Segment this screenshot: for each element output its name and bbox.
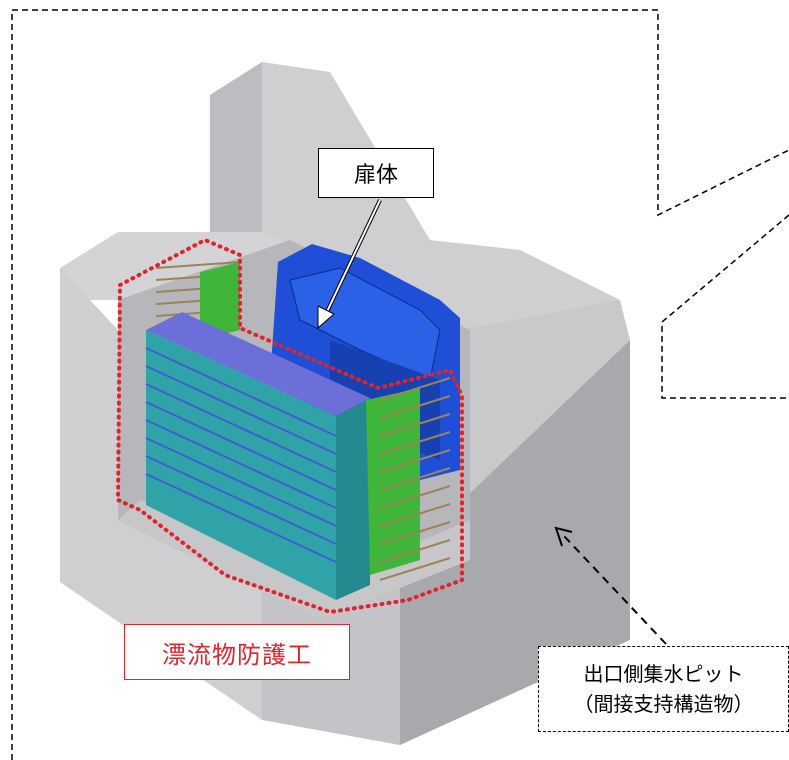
concrete-back-wall	[210, 62, 262, 232]
boundary-outline	[11, 9, 789, 760]
outlet-pit-label-line1: 出口側集水ピット	[583, 662, 744, 686]
concrete-right-face	[400, 340, 630, 745]
door-label-text: 扉体	[353, 163, 398, 188]
door-arrow	[317, 199, 382, 330]
outlet-pit-label: 出口側集水ピット （間接支持構造物）	[538, 646, 789, 732]
door-label: 扉体	[318, 148, 434, 198]
screen-top	[146, 312, 370, 416]
screen-stripes	[145, 347, 337, 563]
screen-side-post	[336, 398, 370, 600]
debris-protection-label: 漂流物防護工	[124, 624, 350, 680]
green-frame-right	[366, 388, 420, 575]
green-frame-left	[200, 262, 240, 340]
rebar-right	[379, 377, 451, 581]
concrete-back-slope	[210, 62, 620, 380]
debris-screen	[145, 312, 370, 600]
pit-arrow	[554, 526, 667, 645]
debris-highlight-outline	[115, 237, 464, 615]
debris-protection-label-text: 漂流物防護工	[162, 640, 312, 669]
door-cells	[289, 267, 441, 381]
outlet-pit-label-line2: （間接支持構造物）	[573, 692, 754, 716]
